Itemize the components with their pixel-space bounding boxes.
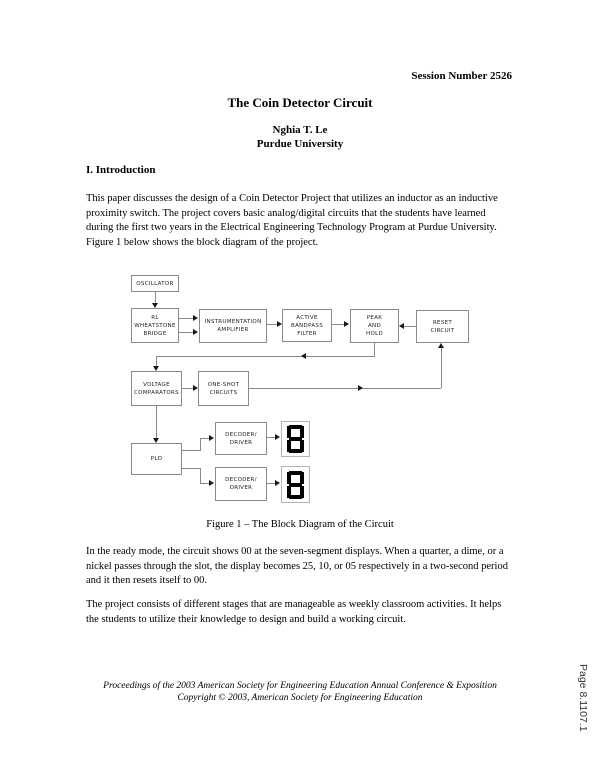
block-label: PLD [150,456,163,462]
connector-line [267,483,277,484]
block-rl-wheatstone-bridge: RL WHEATSTONE BRIDGE [131,308,179,343]
connector-line [156,356,157,367]
section-heading-introduction: I. Introduction [86,164,156,176]
block-active-bandpass-filter: ACTIVE BANDPASS FILTER [282,309,332,342]
block-label: DRIVER [229,439,253,446]
block-label: HOLD [366,331,383,337]
block-decoder-driver-1: DECODER/ DRIVER [215,422,267,455]
block-reset-circuit: RESET CIRCUIT [416,310,469,343]
connector-line [179,332,194,333]
arrow-down-icon [153,366,159,371]
block-label: COMPARATORS [134,389,179,396]
block-voltage-comparators: VOLTAGE COMPARATORS [131,371,182,406]
block-one-shot-circuits: ONE-SHOT CIRCUITS [198,371,249,406]
connector-line [332,324,346,325]
author-name: Nghia T. Le [272,124,328,136]
block-label: CIRCUITS [209,389,238,396]
block-pld: PLD [131,443,182,475]
block-label: FILTER [297,330,317,337]
digit-8 [287,470,304,499]
connector-line [267,324,278,325]
block-label: PEAK [366,315,383,321]
block-label: DRIVER [229,485,253,491]
connector-line [179,318,194,319]
block-label: ONE-SHOT [207,381,240,388]
block-label: WHEATSTONE [134,322,176,329]
block-label: RESET [432,319,453,326]
arrow-right-icon [275,434,280,440]
block-label: AMPLIFIER [217,327,249,333]
connector-line [404,326,416,327]
connector-line [200,438,201,451]
footer-proceedings-line: Proceedings of the 2003 American Society… [103,681,497,691]
block-label: INSTRUMENTATION [204,319,262,325]
seven-segment-display-1 [281,421,310,457]
seven-segment-display-2 [281,466,310,503]
arrow-right-icon [193,329,198,335]
block-label: VOLTAGE [143,381,170,388]
block-instrumentation-amplifier: INSTRUMENTATION AMPLIFIER [199,309,267,343]
block-label: OSCILLATOR [136,280,174,287]
connector-line [156,356,375,357]
arrow-right-icon [209,435,214,441]
connector-line [200,438,210,439]
block-label: RL [151,314,159,321]
block-label: BRIDGE [143,330,167,337]
arrow-right-icon [344,321,349,327]
connector-line [267,437,277,438]
arrow-down-icon [153,438,159,443]
arrow-right-icon [193,385,198,391]
connector-line [155,292,156,305]
block-oscillator: OSCILLATOR [131,275,179,292]
paragraph-ready-mode: In the ready mode, the circuit shows 00 … [86,546,508,586]
connector-line [200,468,201,484]
paragraph-project-stages: The project consists of different stages… [86,599,502,625]
arrow-right-icon [277,321,282,327]
connector-line [374,343,375,356]
block-peak-and-hold: PEAK AND HOLD [350,309,399,343]
connector-line [156,406,157,438]
connector-line [182,388,194,389]
connector-line [441,348,442,388]
block-label: AND [367,323,381,329]
connector-line [182,450,201,451]
arrow-up-icon [438,343,444,348]
figure-caption: Figure 1 – The Block Diagram of the Circ… [206,519,394,530]
author-affiliation: Purdue University [256,138,344,150]
arrow-left-icon [301,353,306,359]
digit-8 [287,425,304,453]
block-label: ACTIVE [296,314,318,321]
arrow-left-icon [399,323,404,329]
connector-line [249,388,441,389]
connector-line [182,468,201,469]
block-label: DECODER/ [225,431,257,438]
arrow-right-icon [193,315,198,321]
paragraph-introduction: This paper discusses the design of a Coi… [86,193,498,248]
arrow-right-icon [358,385,363,391]
paper-title: The Coin Detector Circuit [227,95,373,110]
session-number: Session Number 2526 [411,70,512,82]
footer: Proceedings of the 2003 American Society… [60,681,540,704]
footer-copyright-line: Copyright © 2003, American Society for E… [177,692,423,703]
block-label: CIRCUIT [430,327,455,334]
arrow-right-icon [209,480,214,486]
page-number: Page 8.1107.1 [577,664,589,732]
arrow-right-icon [275,480,280,486]
connector-line [200,483,210,484]
block-decoder-driver-2: DECODER/ DRIVER [215,467,267,501]
arrow-down-icon [152,303,158,308]
block-label: BANDPASS [291,322,323,329]
block-label: DECODER/ [225,477,257,483]
